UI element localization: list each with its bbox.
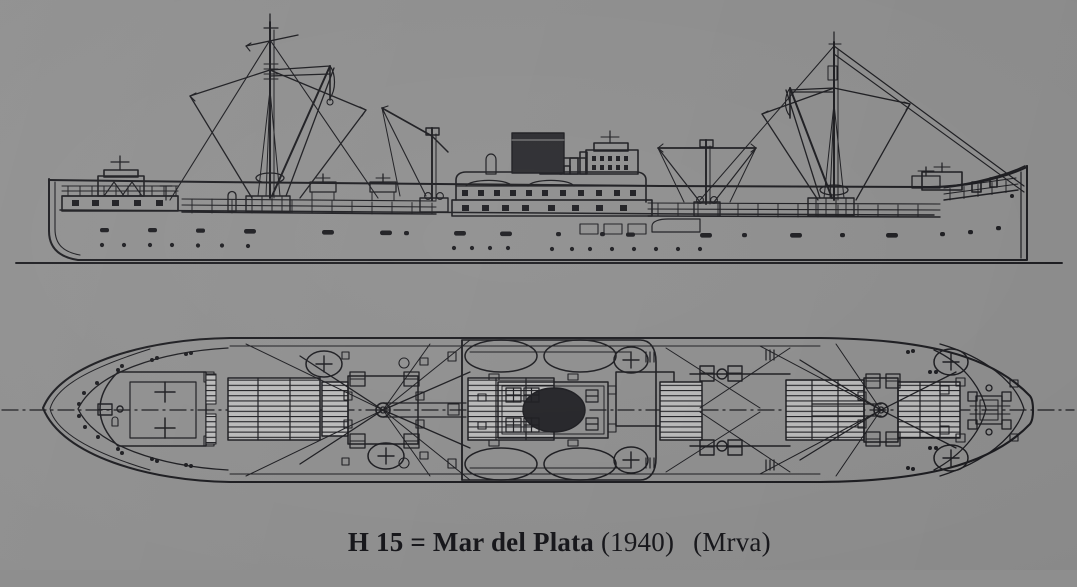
plan-midship-superstructure xyxy=(461,339,675,481)
caption-year: (1940) xyxy=(600,526,675,557)
porthole-row-lower xyxy=(99,242,703,252)
sampson-posts-aft xyxy=(309,173,397,201)
aft-well-deck-rail xyxy=(181,198,437,215)
plan-bow-inner-line xyxy=(939,343,1025,477)
plan-circular-platform-mid xyxy=(613,346,649,474)
plan-winches-aft xyxy=(349,371,420,449)
poop-superstructure xyxy=(61,155,237,213)
plan-mast-aft xyxy=(245,339,471,481)
plan-cross-marks-aft xyxy=(154,381,176,439)
mast-fore xyxy=(699,31,1025,217)
caption-designation-and-name: H 15 = Mar del Plata xyxy=(347,526,594,557)
funnel xyxy=(511,132,565,174)
forecastle-structure xyxy=(921,162,1019,201)
lifeboat-profile-aft xyxy=(465,179,513,187)
porthole-row-upper xyxy=(100,226,1001,238)
caption-source: (Mrva) xyxy=(693,526,771,557)
plan-bitts-mid xyxy=(447,351,655,469)
figure-caption: H 15 = Mar del Plata (1940) (Mrva) xyxy=(0,498,1077,587)
plan-skylights xyxy=(505,387,599,433)
plan-cargo-hatches-aft xyxy=(227,377,555,441)
stern-counter-line xyxy=(54,181,81,256)
cargo-ports xyxy=(579,218,701,235)
plan-lifeboats xyxy=(464,339,617,481)
deck-plan-view xyxy=(1,336,1075,484)
lifeboat-profile-fwd xyxy=(527,179,575,187)
ship-line-drawing xyxy=(1,13,1075,484)
plan-circular-platform-fwd xyxy=(933,348,969,472)
plan-accommodation-ladders xyxy=(205,373,217,445)
profile-elevation-view xyxy=(15,13,1063,264)
bridge-superstructure xyxy=(451,130,653,217)
sampson-post-bow xyxy=(911,166,941,189)
hull-profile-outline xyxy=(48,165,1028,261)
plan-deck-fittings-aft xyxy=(341,351,429,469)
plan-circular-platform-aft xyxy=(305,350,405,470)
plan-poop-deck xyxy=(77,347,229,471)
plan-windlass xyxy=(967,384,1012,436)
plan-stern-inner-line xyxy=(49,348,151,471)
kingpost-fwd-of-bridge xyxy=(657,139,757,217)
kingpost-aft-of-bridge xyxy=(381,105,449,213)
plan-mast-fore xyxy=(759,343,961,477)
plan-forecastle xyxy=(906,349,1019,471)
mast-aft xyxy=(169,13,379,213)
plan-forward-well-deck xyxy=(659,347,791,473)
plan-steering-gear-aft xyxy=(97,403,124,427)
figure-page: H 15 = Mar del Plata (1940) (Mrva) xyxy=(0,0,1077,570)
